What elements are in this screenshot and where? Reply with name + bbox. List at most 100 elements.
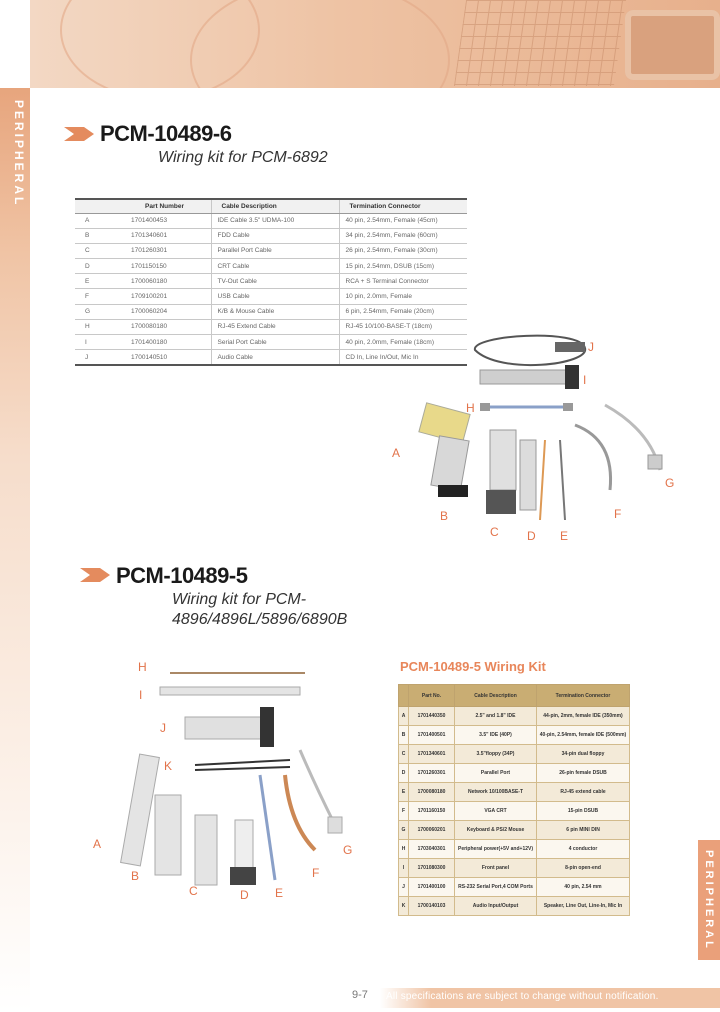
callout-label: E <box>275 886 284 900</box>
table-cell-term: 6 pin, 2.54mm, Female (20cm) <box>338 304 467 320</box>
callout-label: B <box>440 509 449 523</box>
table-cell-term: 15-pin DSUB <box>536 801 630 821</box>
table-cell-desc: 3.5"floppy (34P) <box>454 744 537 764</box>
column-header: Part No. <box>408 684 455 707</box>
column-header: Cable Description <box>210 199 339 214</box>
table-cell-part: 1701400180 <box>101 334 211 351</box>
table-cell-desc: USB Cable <box>210 288 339 305</box>
right-side-tab <box>698 840 720 960</box>
table-cell-part: 1700060180 <box>101 273 211 290</box>
callout-label: J <box>588 340 594 354</box>
table-cell-letter: K <box>398 896 409 916</box>
subtitle-1: Wiring kit for PCM-6892 <box>158 149 328 166</box>
table-cell-letter: E <box>398 782 409 802</box>
table-cell-letter: C <box>398 744 409 764</box>
table-cell-term: 10 pin, 2.0mm, Female <box>338 288 467 305</box>
column-header: Part Number <box>101 199 211 214</box>
table-cell-letter: H <box>75 319 101 336</box>
table-cell-term: 34 pin, 2.54mm, Female (60cm) <box>338 228 467 244</box>
callout-label: E <box>560 529 569 543</box>
table-cell-term: 44-pin, 2mm, female IDE (350mm) <box>536 706 630 726</box>
table-cell-desc: Audio Input/Output <box>454 896 537 916</box>
table-header-row: Part No. Cable Description Termination C… <box>398 684 630 707</box>
chevron-arrow-icon <box>64 127 94 141</box>
table-cell-desc: Audio Cable <box>210 349 339 366</box>
table-cell-term: RCA + S Terminal Connector <box>338 273 467 290</box>
model-title-2: PCM-10489-5 <box>116 563 248 588</box>
table-cell-part: 1700060204 <box>101 304 211 320</box>
table-cell-part: 1701400453 <box>101 213 211 229</box>
side-label-left: PERIPHERAL <box>12 100 26 208</box>
table-cell-letter: J <box>398 877 409 897</box>
table-cell-part: 1701440350 <box>408 706 455 726</box>
footer-disclaimer: All specifications are subject to change… <box>386 991 659 1002</box>
callout-label: G <box>665 476 675 490</box>
kit-table-heading: PCM-10489-5 Wiring Kit <box>400 659 546 674</box>
table-cell-desc: Keyboard & PS/2 Mouse <box>454 820 537 840</box>
table-cell-letter: B <box>75 228 101 244</box>
callout-label: C <box>189 884 198 898</box>
table-cell-letter: G <box>398 820 409 840</box>
callout-label: F <box>312 866 320 880</box>
table-cell-letter: E <box>75 273 101 290</box>
table-cell-term: 40 pin, 2.54 mm <box>536 877 630 897</box>
callout-label: D <box>240 888 249 902</box>
table-cell-letter: G <box>75 304 101 320</box>
table-cell-desc: Parallel Port <box>454 763 537 783</box>
header-banner-image <box>30 0 720 88</box>
callout-label: I <box>583 373 587 387</box>
table-cell-term: RJ-45 extend cable <box>536 782 630 802</box>
table-cell-term: 40 pin, 2.0mm, Female (18cm) <box>338 334 467 351</box>
table-cell-term: 8-pin open-end <box>536 858 630 878</box>
table-cell-desc: RJ-45 Extend Cable <box>210 319 339 336</box>
table-cell-letter: J <box>75 349 101 366</box>
table-cell-term: 4 conductor <box>536 839 630 859</box>
left-side-tab <box>0 88 30 1012</box>
table-cell-desc: 2.5" and 1.8" IDE <box>454 706 537 726</box>
table-cell-part: 1709100201 <box>101 288 211 305</box>
table-cell-desc: Front panel <box>454 858 537 878</box>
table-cell-term: CD In, Line In/Out, Mic In <box>338 349 467 366</box>
table-cell-term: RJ-45 10/100-BASE-T (18cm) <box>338 319 467 336</box>
callout-label: A <box>392 446 401 460</box>
callout-label: J <box>160 721 166 735</box>
table-cell-part: 1700080180 <box>408 782 455 802</box>
callout-label: I <box>139 688 143 702</box>
table-cell-part: 1701150150 <box>101 258 211 275</box>
table-cell-term: 26-pin female DSUB <box>536 763 630 783</box>
table-cell-desc: IDE Cable 3.5" UDMA-100 <box>210 213 339 229</box>
column-header: Termination Connector <box>536 684 630 707</box>
table-cell-part: 1700140103 <box>408 896 455 916</box>
table-cell-desc: VGA CRT <box>454 801 537 821</box>
page-number: 9-7 <box>352 989 368 1001</box>
monitor-picture <box>625 10 720 80</box>
callout-label: H <box>466 401 475 415</box>
wiring-kit-photo-2 <box>120 672 343 886</box>
table-cell-term: 40-pin, 2.54mm, female IDE (500mm) <box>536 725 630 745</box>
table-cell-part: 1701400100 <box>408 877 455 897</box>
table-cell-letter: I <box>398 858 409 878</box>
column-header: Termination Connector <box>338 199 467 214</box>
table-cell-letter: F <box>398 801 409 821</box>
table-cell-desc: 3.5" IDE (40P) <box>454 725 537 745</box>
table-cell-letter: D <box>75 258 101 275</box>
table-cell-part: 1703040301 <box>408 839 455 859</box>
table-cell-desc: Peripheral power(+5V and+12V) <box>454 839 537 859</box>
table-cell-letter: B <box>398 725 409 745</box>
table-cell-term: 6 pin MINI DIN <box>536 820 630 840</box>
callout-label: K <box>164 759 173 773</box>
subtitle-2-line1: Wiring kit for PCM- <box>172 591 307 608</box>
